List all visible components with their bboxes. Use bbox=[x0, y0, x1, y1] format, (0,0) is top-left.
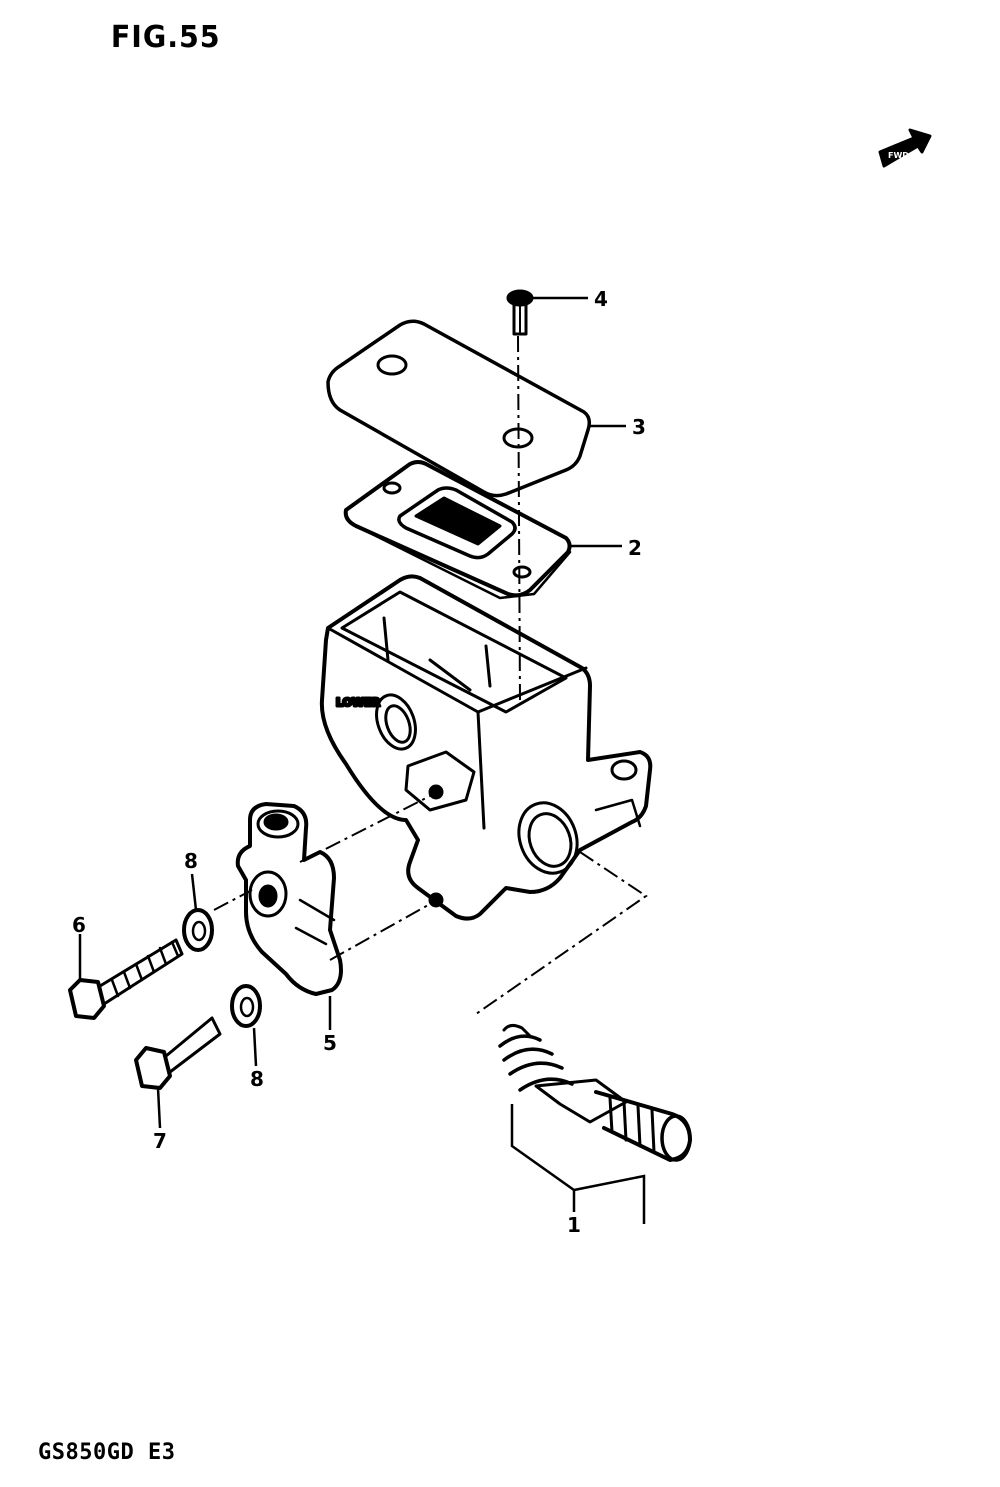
callout-8-upper: 8 bbox=[184, 849, 198, 873]
clamp-holder-part bbox=[235, 802, 343, 996]
guide-line-piston bbox=[475, 851, 648, 1015]
callout-2: 2 bbox=[628, 536, 642, 560]
reservoir-cap-part bbox=[326, 319, 592, 498]
front-direction-arrow-icon: FWD bbox=[878, 128, 932, 168]
master-cylinder-body: LOWER bbox=[319, 574, 653, 921]
model-code: GS850GD E3 bbox=[38, 1440, 176, 1465]
leader-line-7 bbox=[156, 1087, 162, 1129]
bolt-short-part bbox=[134, 1016, 222, 1090]
guide-line-holder bbox=[213, 889, 253, 911]
leader-line-8-lower bbox=[252, 1027, 258, 1067]
callout-6: 6 bbox=[72, 913, 86, 937]
washer-lower-part bbox=[230, 984, 262, 1028]
figure-title: FIG.55 bbox=[110, 20, 221, 55]
callout-4: 4 bbox=[594, 287, 608, 311]
callout-3: 3 bbox=[632, 415, 646, 439]
screw-part bbox=[506, 289, 534, 336]
washer-upper-part bbox=[182, 908, 214, 952]
svg-text:FWD: FWD bbox=[888, 151, 909, 160]
callout-5: 5 bbox=[323, 1031, 337, 1055]
bolt-long-part bbox=[68, 938, 184, 1020]
leader-line-8-upper bbox=[190, 873, 198, 911]
callout-1: 1 bbox=[567, 1213, 581, 1237]
guide-line-bolt-lower bbox=[329, 903, 431, 961]
piston-spring-part bbox=[498, 1023, 692, 1162]
guide-line-bolt-upper bbox=[299, 795, 431, 863]
svg-text:LOWER: LOWER bbox=[336, 696, 381, 709]
callout-7: 7 bbox=[153, 1129, 167, 1153]
guide-line-screw bbox=[517, 335, 521, 701]
diaphragm-part bbox=[343, 460, 572, 600]
callout-8-lower: 8 bbox=[250, 1067, 264, 1091]
